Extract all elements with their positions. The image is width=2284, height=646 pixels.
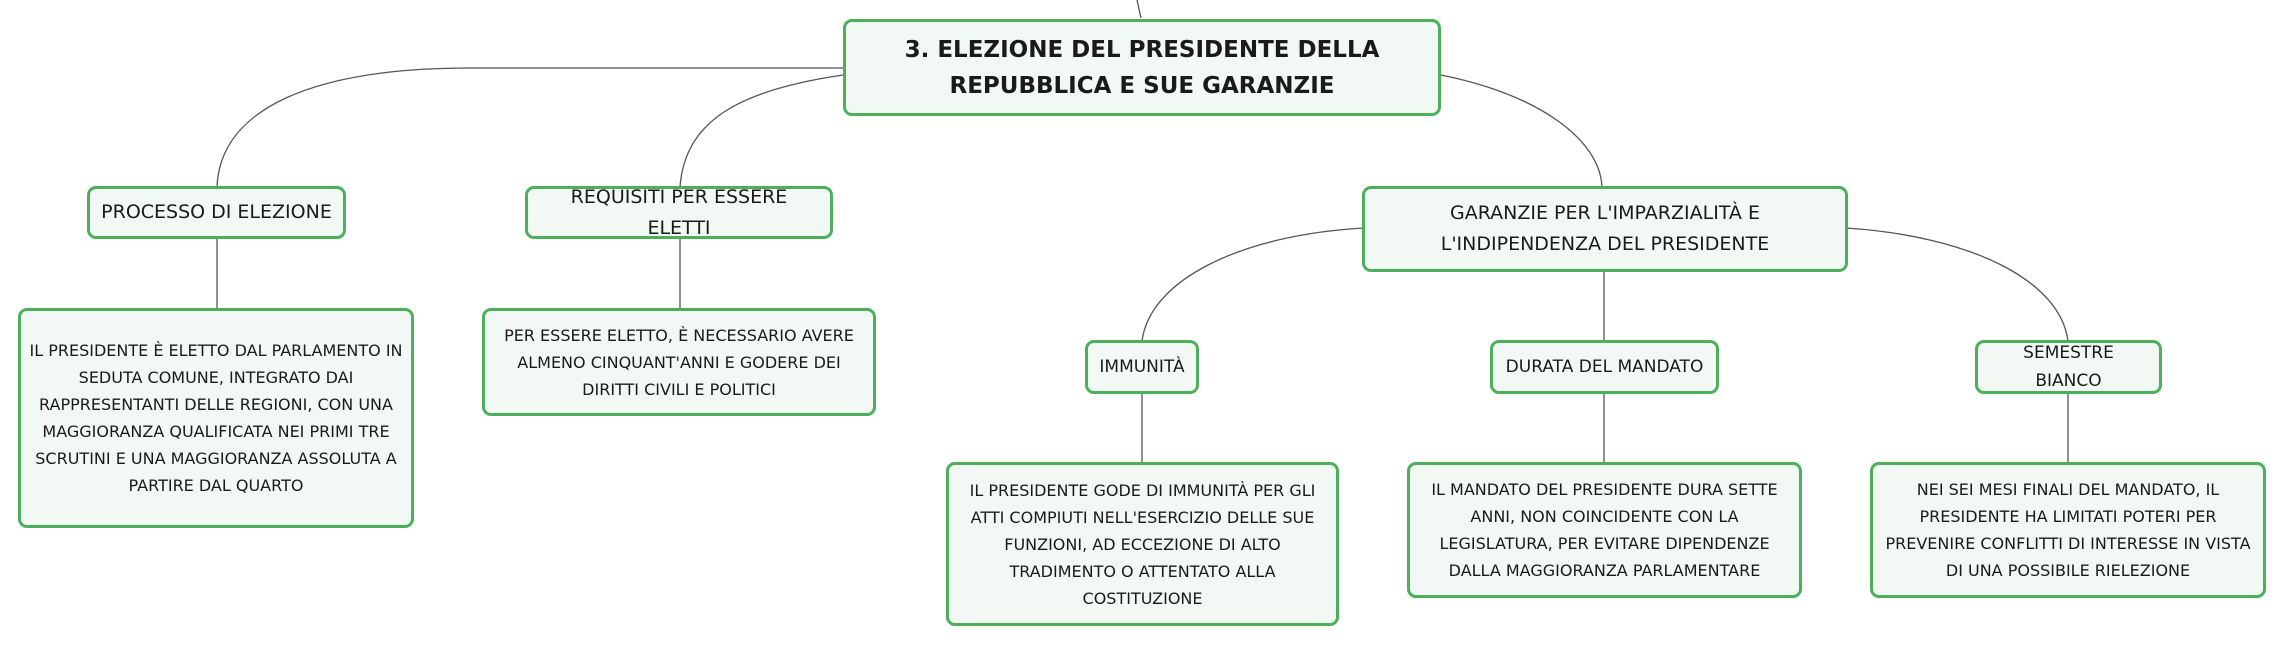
topic-label: REQUISITI PER ESSERE ELETTI	[570, 185, 788, 239]
root-topic-label: 3. ELEZIONE DEL PRESIDENTE DELLA REPUBBL…	[904, 36, 1380, 99]
detail-text: IL PRESIDENTE È ELETTO DAL PARLAMENTO IN…	[29, 341, 403, 495]
topic-immunita[interactable]: IMMUNITÀ	[1085, 340, 1199, 394]
connector-parent-root	[1136, 0, 1142, 19]
detail-processo-di-elezione[interactable]: IL PRESIDENTE È ELETTO DAL PARLAMENTO IN…	[18, 308, 414, 528]
connector-garanzie-immunita	[1141, 227, 1365, 342]
topic-processo-di-elezione[interactable]: PROCESSO DI ELEZIONE	[87, 186, 346, 239]
detail-text: IL MANDATO DEL PRESIDENTE DURA SETTE ANN…	[1431, 480, 1778, 580]
detail-durata-del-mandato[interactable]: IL MANDATO DEL PRESIDENTE DURA SETTE ANN…	[1407, 462, 1802, 598]
detail-immunita[interactable]: IL PRESIDENTE GODE DI IMMUNITÀ PER GLI A…	[946, 462, 1339, 626]
detail-text: IL PRESIDENTE GODE DI IMMUNITÀ PER GLI A…	[969, 480, 1316, 608]
topic-durata-del-mandato[interactable]: DURATA DEL MANDATO	[1490, 340, 1719, 394]
topic-label: IMMUNITÀ	[1099, 357, 1185, 377]
root-topic-node[interactable]: 3. ELEZIONE DEL PRESIDENTE DELLA REPUBBL…	[843, 19, 1441, 116]
topic-label: GARANZIE PER L'IMPARZIALITÀ E L'INDIPEND…	[1440, 202, 1770, 255]
topic-label: DURATA DEL MANDATO	[1505, 357, 1704, 377]
topic-garanzie[interactable]: GARANZIE PER L'IMPARZIALITÀ E L'INDIPEND…	[1362, 186, 1848, 272]
detail-text: PER ESSERE ELETTO, È NECESSARIO AVERE AL…	[504, 325, 854, 399]
connector-root-garanzie	[1440, 74, 1603, 188]
topic-label: SEMESTRE BIANCO	[2023, 343, 2114, 391]
detail-text: NEI SEI MESI FINALI DEL MANDATO, IL PRES…	[1885, 480, 2251, 580]
connector-garanzie-semestre	[1845, 227, 2069, 342]
detail-semestre-bianco[interactable]: NEI SEI MESI FINALI DEL MANDATO, IL PRES…	[1870, 462, 2266, 598]
connector-root-requisiti	[679, 74, 844, 188]
connector-root-processo	[216, 67, 843, 188]
detail-requisiti[interactable]: PER ESSERE ELETTO, È NECESSARIO AVERE AL…	[482, 308, 876, 416]
topic-semestre-bianco[interactable]: SEMESTRE BIANCO	[1975, 340, 2162, 394]
topic-requisiti[interactable]: REQUISITI PER ESSERE ELETTI	[525, 186, 833, 239]
topic-label: PROCESSO DI ELEZIONE	[101, 201, 332, 223]
